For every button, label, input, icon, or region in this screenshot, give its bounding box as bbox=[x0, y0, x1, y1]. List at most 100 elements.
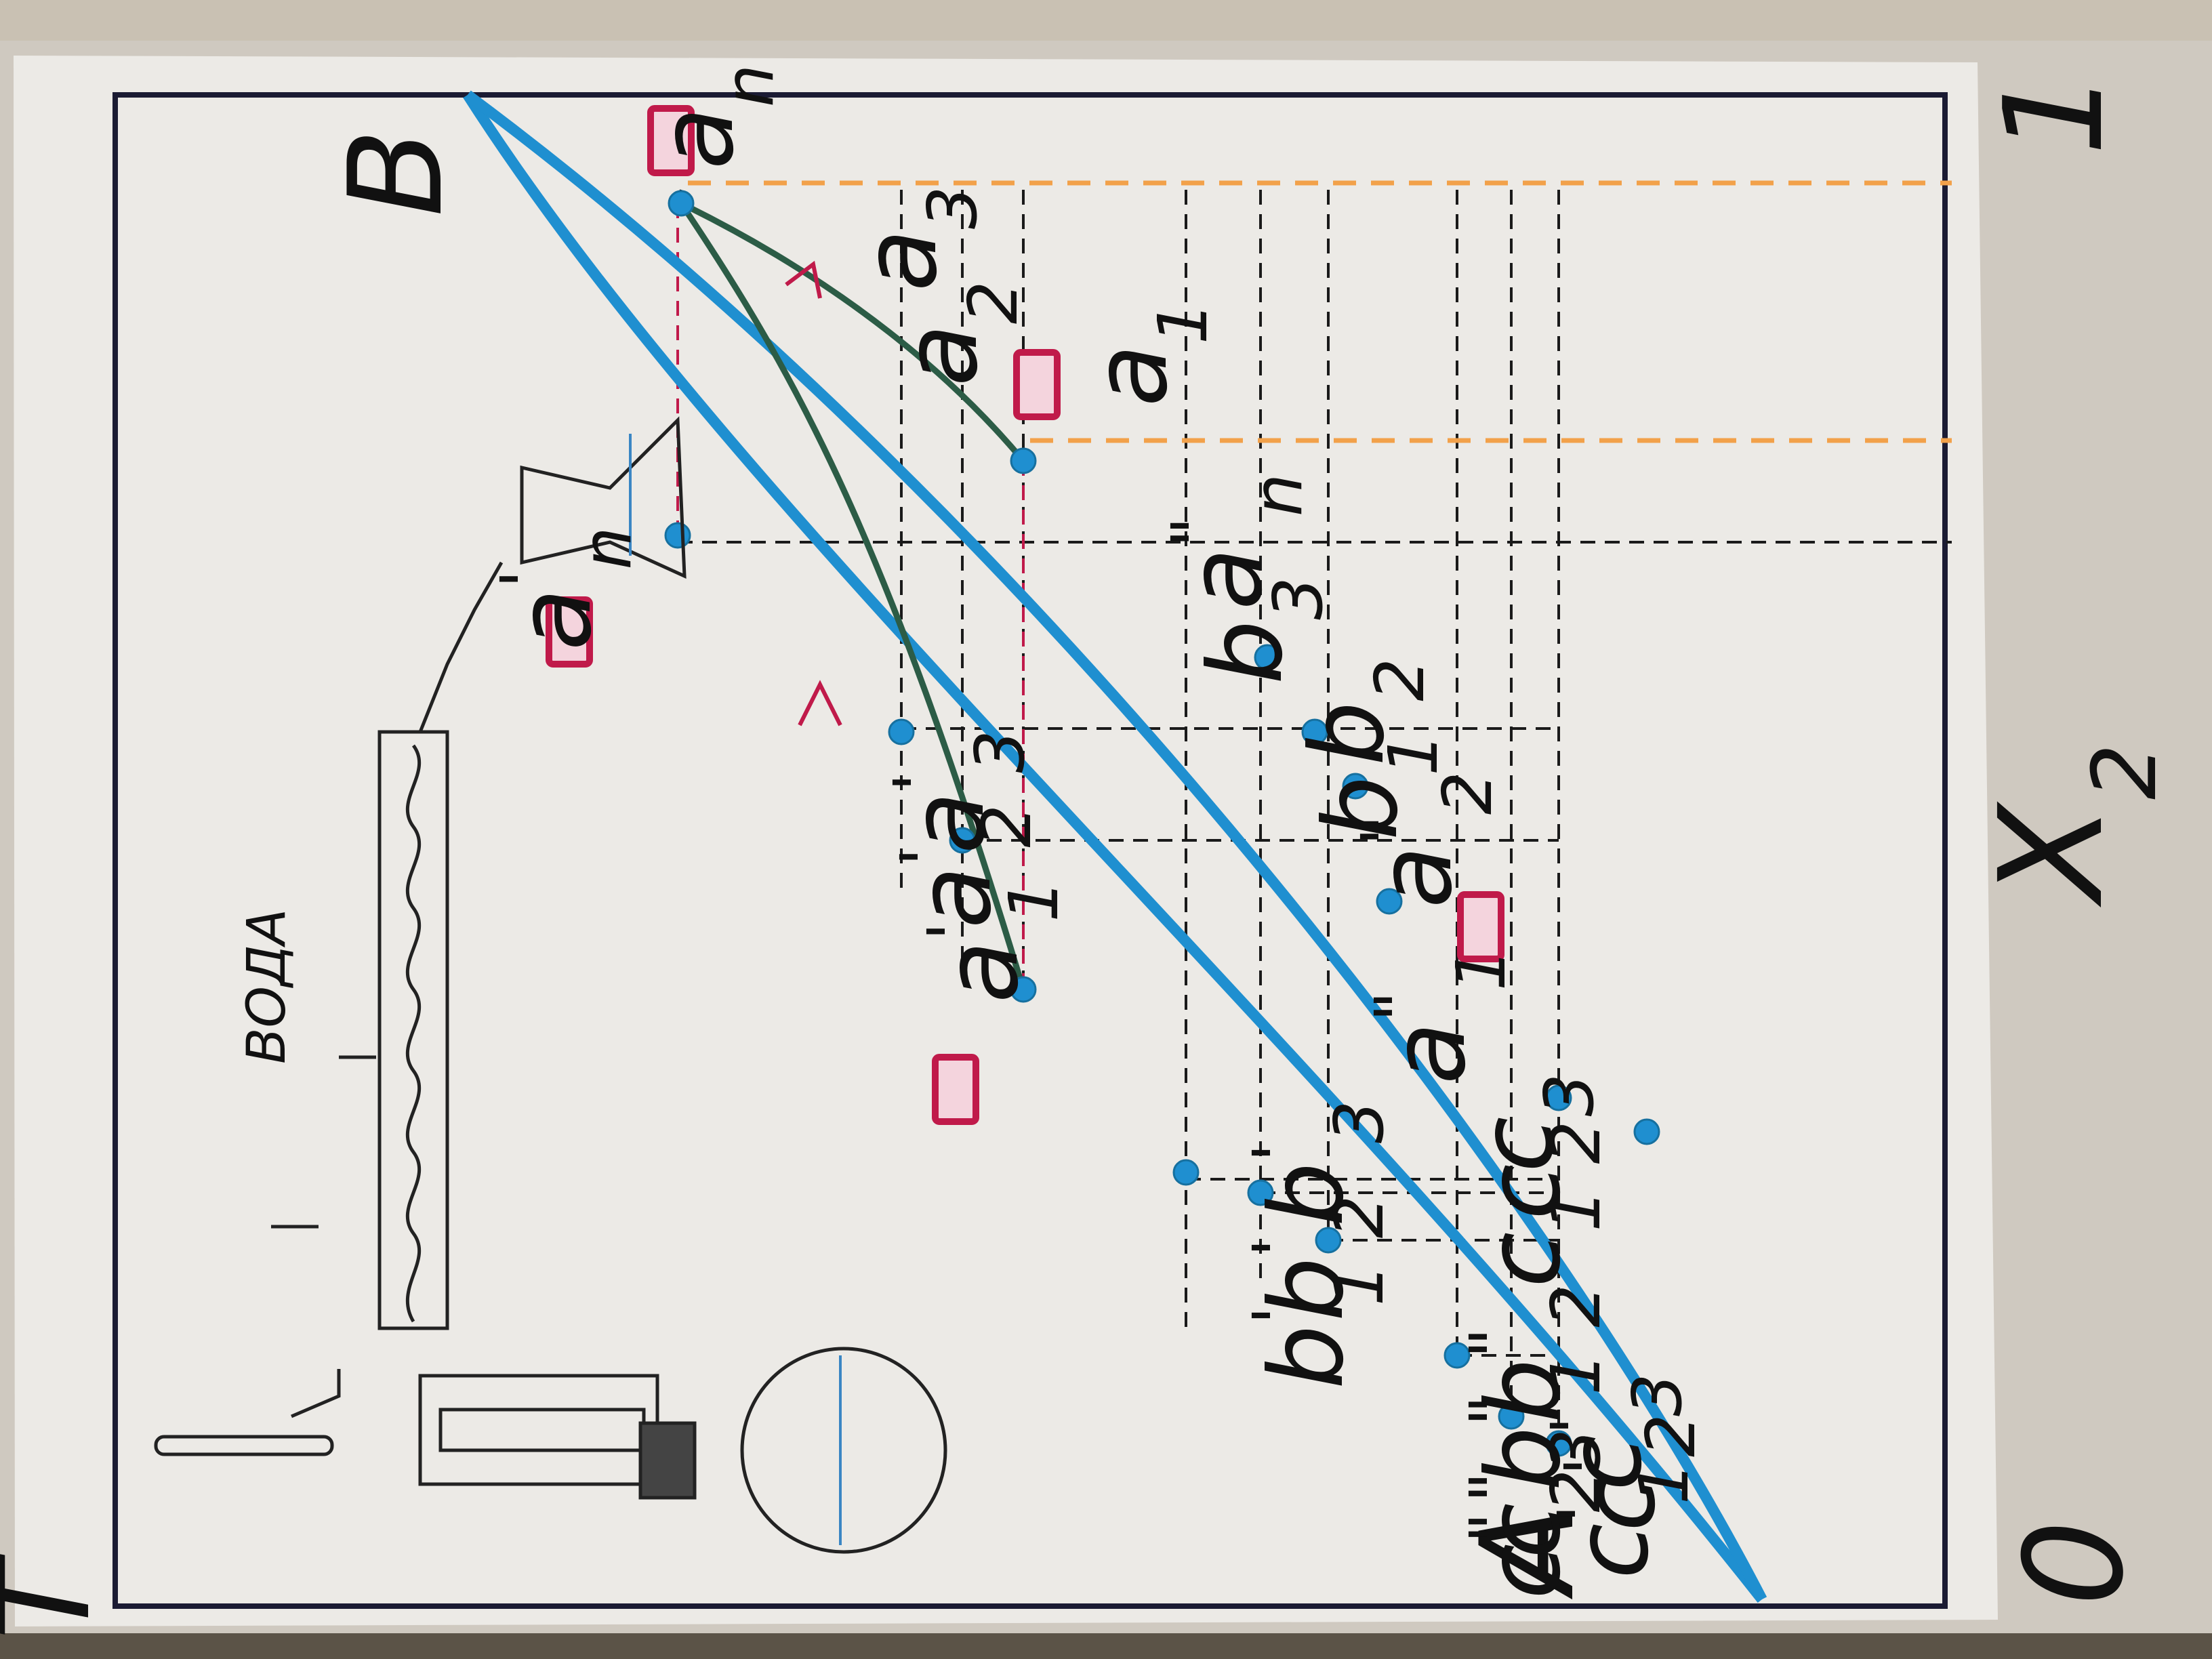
round-bottom-flask bbox=[740, 1347, 947, 1554]
lower-label: c"2 bbox=[1455, 1469, 1616, 1599]
lower-label-sup: " bbox=[1157, 516, 1236, 548]
lower-label-sub: 2 bbox=[1536, 1284, 1616, 1328]
lower-label: a"n bbox=[1157, 474, 1317, 610]
curve-point bbox=[1545, 1430, 1572, 1457]
lower-label-sub: 2 bbox=[1536, 1121, 1616, 1164]
upper-label-base: b bbox=[1248, 1325, 1366, 1389]
upper-label-sup: ' bbox=[879, 773, 958, 792]
thermometer bbox=[154, 1435, 334, 1456]
adapter-tube bbox=[291, 1369, 341, 1418]
pink-marker-a1-lower bbox=[1457, 891, 1504, 962]
lower-label-base: c bbox=[1465, 1232, 1583, 1288]
lower-label: c1 bbox=[1465, 1189, 1616, 1288]
lower-label-base: a bbox=[1072, 344, 1190, 407]
upper-label: a'2 bbox=[886, 804, 1046, 928]
diagram-frame bbox=[112, 92, 1948, 1609]
green-segment-lower bbox=[680, 200, 1026, 463]
lower-label: a"2 bbox=[1347, 771, 1507, 908]
upper-label-sup: ' bbox=[1536, 1416, 1616, 1435]
endpoint-b-label: B bbox=[321, 129, 471, 217]
lower-label-sub: 3 bbox=[1530, 1073, 1609, 1117]
vapor-curve bbox=[463, 91, 1767, 1603]
lower-label-sup: " bbox=[1455, 1513, 1534, 1544]
curve-point bbox=[1342, 773, 1369, 800]
upper-label-sub: 3 bbox=[960, 730, 1040, 773]
curve-point bbox=[664, 522, 691, 549]
upper-label: c'1 bbox=[1543, 1461, 1704, 1579]
curve-point bbox=[668, 190, 695, 217]
lower-label-sup: " bbox=[1455, 1395, 1534, 1427]
upper-label-sup: ' bbox=[886, 848, 965, 867]
lower-label-base: b bbox=[1465, 1427, 1583, 1491]
upper-label-sub: 2 bbox=[1319, 1195, 1399, 1239]
lower-label-base: c bbox=[1458, 1117, 1576, 1172]
upper-label: c'2 bbox=[1550, 1414, 1711, 1532]
curve-points bbox=[664, 190, 1660, 1457]
lower-label: a2 bbox=[882, 281, 1033, 386]
upper-label-base: c bbox=[1560, 1476, 1678, 1532]
curve-point bbox=[1172, 1159, 1200, 1186]
pink-marker-a1-left bbox=[932, 1054, 979, 1125]
upper-label: b'3 bbox=[1238, 1101, 1399, 1227]
lower-label: b2 bbox=[1289, 658, 1439, 766]
lower-label: b"1 bbox=[1455, 1352, 1616, 1491]
lower-label-sup: " bbox=[1347, 815, 1426, 846]
table-edge-bottom bbox=[0, 1633, 2212, 1659]
lower-label-sub: 1 bbox=[1536, 1352, 1616, 1395]
curve-point bbox=[1443, 1342, 1471, 1369]
water-label: ВОДА bbox=[237, 909, 298, 1064]
outlet-tube bbox=[418, 561, 504, 733]
arrow-lower bbox=[785, 260, 822, 299]
lower-label-base: c bbox=[1465, 1164, 1583, 1220]
upper-label: a'3 bbox=[879, 730, 1040, 854]
upper-label-sup: ' bbox=[913, 922, 992, 941]
curve-point bbox=[1247, 1179, 1274, 1206]
upper-label-sub: n bbox=[567, 527, 647, 569]
lower-label-sub: 3 bbox=[1536, 1429, 1616, 1472]
lower-label-sub: 2 bbox=[954, 281, 1033, 324]
axis-origin-label: 0 bbox=[1996, 1520, 2154, 1606]
upper-label: a'1 bbox=[913, 879, 1073, 1003]
curve-point bbox=[1633, 1118, 1660, 1145]
arrow-upper bbox=[798, 680, 842, 726]
upper-label-sub: 2 bbox=[1631, 1414, 1711, 1457]
lower-label: a3 bbox=[842, 186, 992, 291]
curve-point bbox=[1010, 976, 1037, 1003]
curve-point bbox=[1254, 644, 1281, 671]
upper-label: b'2 bbox=[1238, 1195, 1399, 1322]
lower-label-base: a bbox=[638, 107, 756, 169]
curve-point bbox=[1545, 1084, 1572, 1111]
upper-label-sub: 1 bbox=[994, 879, 1073, 922]
lower-label-sup: " bbox=[1455, 1472, 1534, 1503]
lower-label-sub: 3 bbox=[1258, 577, 1338, 620]
lower-label-sub: 2 bbox=[1360, 658, 1439, 701]
lower-label-base: a bbox=[1167, 548, 1285, 610]
lower-label-sub: n bbox=[710, 64, 789, 107]
upper-label-sub: 3 bbox=[1319, 1101, 1399, 1144]
upper-label-sup: ' bbox=[486, 570, 565, 589]
side-axis-label: T bbox=[0, 1553, 119, 1640]
lower-label: c3 bbox=[1458, 1073, 1609, 1172]
lower-label-base: c bbox=[1465, 1544, 1583, 1599]
axis-variable-label: X bbox=[1969, 801, 2135, 908]
liquid-curve bbox=[464, 90, 1767, 1602]
upper-label-base: a bbox=[889, 792, 1007, 854]
upper-label-base: c bbox=[1553, 1523, 1671, 1579]
upper-label-sup: ' bbox=[1543, 1504, 1622, 1523]
lower-label-sup: " bbox=[1455, 1328, 1534, 1359]
condenser bbox=[377, 730, 449, 1330]
table-edge-top bbox=[0, 0, 2212, 41]
lower-label-base: a bbox=[842, 229, 960, 291]
lower-label: a1 bbox=[1072, 301, 1223, 407]
lower-label-sup: " bbox=[1360, 991, 1439, 1022]
axis-variable-subscript: 2 bbox=[2073, 743, 2176, 800]
curve-point bbox=[1376, 888, 1403, 915]
curve-point bbox=[1315, 1227, 1342, 1254]
upper-label-sub: 1 bbox=[1624, 1461, 1704, 1504]
upper-label: b'1 bbox=[1238, 1263, 1399, 1389]
pink-marker-a1-top bbox=[1013, 349, 1061, 420]
lower-label-sub: 1 bbox=[1536, 1189, 1616, 1232]
lower-label-sub: 1 bbox=[1441, 947, 1521, 991]
lower-label-base: b bbox=[1289, 701, 1407, 766]
